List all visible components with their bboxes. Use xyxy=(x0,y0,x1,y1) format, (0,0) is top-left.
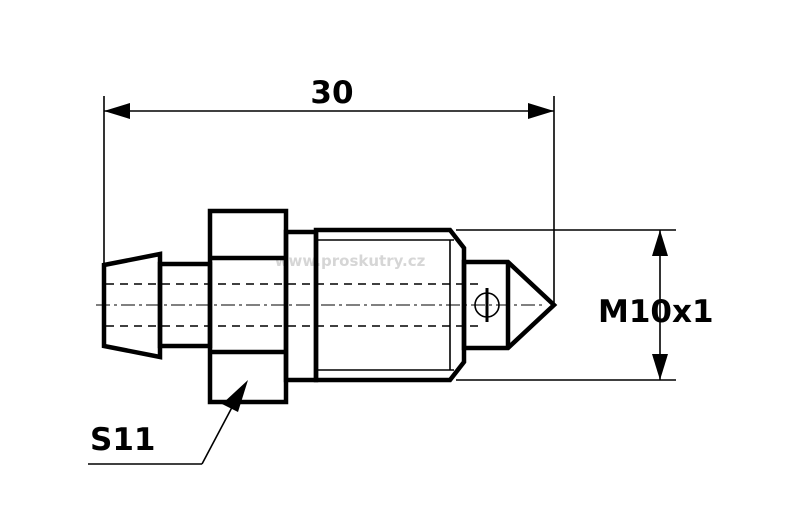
arrowhead-left xyxy=(104,103,130,119)
thread-label: M10x1 xyxy=(598,294,714,330)
threaded-section xyxy=(313,227,467,383)
arrowhead-bottom xyxy=(652,354,668,380)
wrench-size-callout: S11 xyxy=(88,380,248,465)
arrowhead-top xyxy=(652,230,668,256)
length-label: 30 xyxy=(310,75,353,111)
thread-dimension: M10x1 xyxy=(456,229,714,381)
conical-tip xyxy=(461,259,558,351)
bleed-screw xyxy=(101,208,558,405)
leader-arrowhead xyxy=(222,380,248,412)
arrowhead-right xyxy=(528,103,554,119)
wrench-size-label: S11 xyxy=(90,422,155,458)
hose-nipple xyxy=(101,251,163,360)
watermark: www.proskutry.cz xyxy=(275,252,426,270)
hex-nut xyxy=(207,208,289,405)
length-dimension: 30 xyxy=(103,75,555,305)
